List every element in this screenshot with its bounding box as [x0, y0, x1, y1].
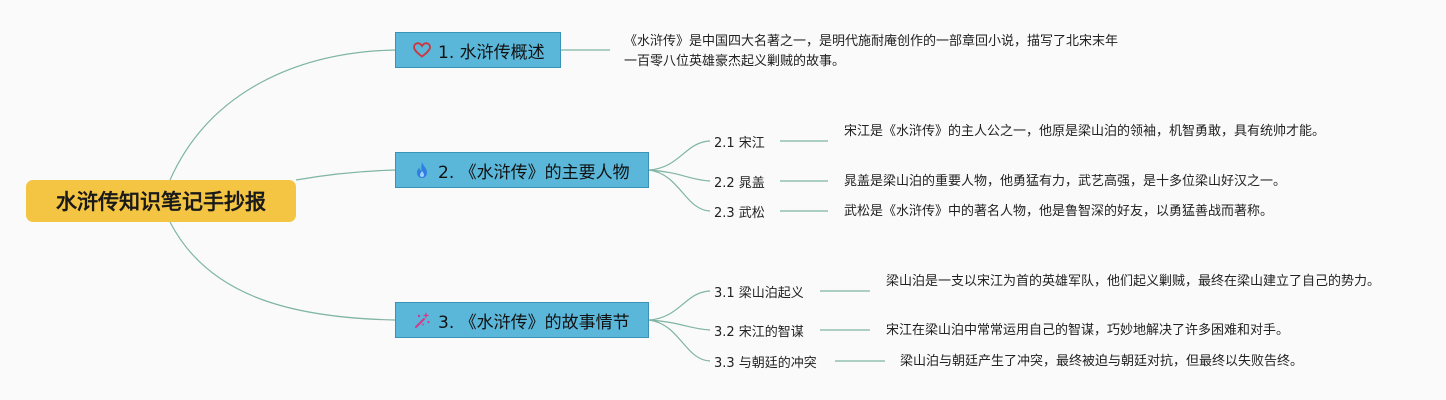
child-2-2-label[interactable]: 2.2 晁盖: [714, 176, 765, 191]
heart-outline-icon: [412, 40, 432, 60]
child-3-3-description: 梁山泊与朝廷产生了冲突，最终被迫与朝廷对抗，但最终以失败告终。: [900, 354, 1304, 369]
child-3-2-label[interactable]: 3.2 宋江的智谋: [714, 325, 804, 340]
child-3-3-label[interactable]: 3.3 与朝廷的冲突: [714, 356, 817, 371]
branch-1-description: 《水浒传》是中国四大名著之一，是明代施耐庵创作的一部章回小说，描写了北宋末年一百…: [624, 34, 1119, 69]
branch-2-topic[interactable]: 2. 《水浒传》的主要人物: [395, 152, 649, 188]
connector-branch-3-child-3: [648, 319, 711, 362]
child-3-2-description: 宋江在梁山泊中常常运用自己的智谋，巧妙地解决了许多困难和对手。: [886, 323, 1290, 338]
branch-3-label: 3. 《水浒传》的故事情节: [438, 312, 630, 333]
child-2-3-description: 武松是《水浒传》中的著名人物，他是鲁智深的好友，以勇猛善战而著称。: [844, 204, 1274, 219]
connector-branch-3-child-2: [648, 319, 711, 331]
connector-branch-2-child-2: [648, 169, 711, 182]
child-2-1-label[interactable]: 2.1 宋江: [714, 136, 765, 151]
branch-3-topic[interactable]: 3. 《水浒传》的故事情节: [395, 302, 649, 338]
child-2-2-description: 晁盖是梁山泊的重要人物，他勇猛有力，武艺高强，是十多位梁山好汉之一。: [844, 174, 1287, 189]
root-title: 水浒传知识笔记手抄报: [56, 190, 266, 214]
flame-icon: [412, 160, 432, 180]
child-2-3-label[interactable]: 2.3 武松: [714, 206, 765, 221]
sparkle-wand-icon: [412, 310, 432, 330]
root-topic[interactable]: 水浒传知识笔记手抄报: [26, 180, 296, 222]
connector-branch-3-child-1: [648, 290, 711, 321]
child-2-1-description: 宋江是《水浒传》的主人公之一，他原是梁山泊的领袖，机智勇敢，具有统帅才能。: [844, 124, 1326, 139]
connector-root-branch-1: [169, 49, 396, 181]
connector-root-branch-2: [295, 169, 396, 181]
connector-root-branch-3: [169, 221, 396, 321]
branch-1-topic[interactable]: 1. 水浒传概述: [395, 32, 561, 68]
child-3-1-description: 梁山泊是一支以宋江为首的英雄军队，他们起义剿贼，最终在梁山建立了自己的势力。: [886, 274, 1381, 289]
child-3-1-label[interactable]: 3.1 梁山泊起义: [714, 286, 804, 301]
connector-branch-2-child-3: [648, 169, 711, 212]
connector-branch-2-child-1: [648, 140, 711, 171]
branch-1-label: 1. 水浒传概述: [438, 42, 545, 63]
branch-2-label: 2. 《水浒传》的主要人物: [438, 162, 630, 183]
